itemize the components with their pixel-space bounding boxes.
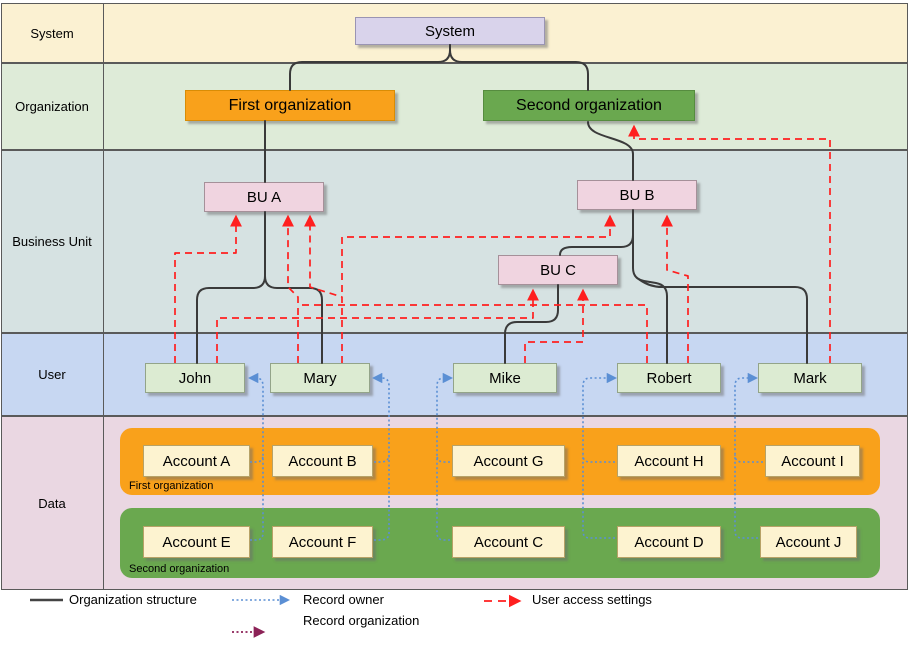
- node-account-b: Account B: [272, 445, 373, 477]
- node-system: System: [355, 17, 545, 45]
- node-bu-c: BU C: [498, 255, 618, 285]
- first-org-band-label: First organization: [129, 480, 214, 492]
- lane-business-unit: [1, 150, 908, 333]
- node-first-organization: First organization: [185, 90, 395, 121]
- node-bu-b: BU B: [577, 180, 697, 210]
- node-user-mary: Mary: [270, 363, 370, 393]
- lane-label-data: Data: [38, 495, 66, 511]
- lane-label-system: System: [30, 25, 74, 41]
- lane-label-organization: Organization: [15, 99, 89, 114]
- node-account-g: Account G: [452, 445, 565, 477]
- node-account-a: Account A: [143, 445, 250, 477]
- lane-organization: [1, 63, 908, 150]
- node-account-j: Account J: [760, 526, 857, 558]
- node-account-f: Account F: [272, 526, 373, 558]
- node-bu-a: BU A: [204, 182, 324, 212]
- node-user-robert: Robert: [617, 363, 721, 393]
- legend-label-record-organization: Record organization: [303, 613, 420, 628]
- node-account-d: Account D: [617, 526, 721, 558]
- lane-label-user: User: [38, 367, 66, 382]
- node-account-e: Account E: [143, 526, 250, 558]
- node-user-john: John: [145, 363, 245, 393]
- lane-label-divider: [103, 3, 104, 590]
- node-account-i: Account I: [765, 445, 860, 477]
- node-account-h: Account H: [617, 445, 721, 477]
- legend-label-user-access-settings: User access settings: [532, 592, 652, 607]
- lane-label-business-unit: Business Unit: [12, 234, 92, 249]
- node-user-mike: Mike: [453, 363, 557, 393]
- node-second-organization: Second organization: [483, 90, 695, 121]
- node-account-c: Account C: [452, 526, 565, 558]
- node-user-mark: Mark: [758, 363, 862, 393]
- legend-label-record-owner: Record owner: [303, 592, 384, 607]
- legend-label-organization-structure: Organization structure: [69, 592, 197, 607]
- second-org-band-label: Second organization: [129, 563, 230, 575]
